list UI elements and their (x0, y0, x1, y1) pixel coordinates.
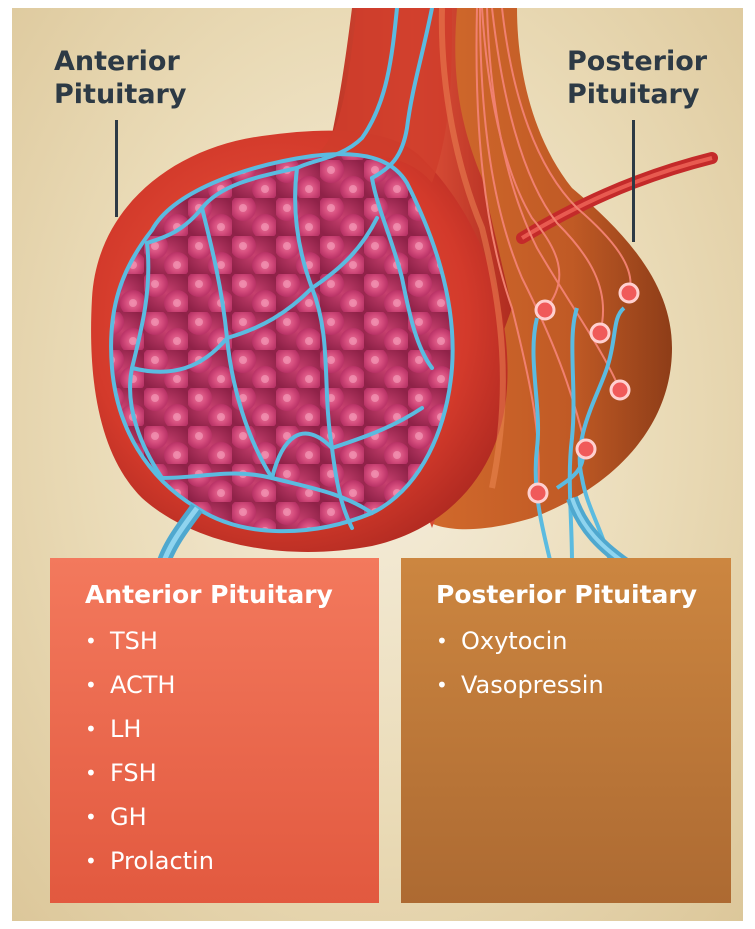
anterior-callout-line1: Anterior (54, 45, 186, 78)
posterior-leader-line (632, 120, 635, 242)
hormone-item: Prolactin (85, 839, 379, 883)
hormone-item: GH (85, 795, 379, 839)
posterior-callout-line1: Posterior (567, 45, 707, 78)
hormone-item: Oxytocin (436, 619, 731, 663)
posterior-pituitary-callout: Posterior Pituitary (567, 45, 707, 111)
anterior-hormones-panel: Anterior Pituitary TSH ACTH LH FSH GH Pr… (50, 558, 379, 903)
anterior-panel-title: Anterior Pituitary (85, 580, 379, 609)
posterior-hormones-panel: Posterior Pituitary Oxytocin Vasopressin (401, 558, 731, 903)
anterior-hormone-list: TSH ACTH LH FSH GH Prolactin (85, 619, 379, 883)
hormone-item: ACTH (85, 663, 379, 707)
anterior-callout-line2: Pituitary (54, 78, 186, 111)
hormone-item: Vasopressin (436, 663, 731, 707)
hormone-item: FSH (85, 751, 379, 795)
anterior-leader-line (115, 120, 118, 217)
hormone-item: LH (85, 707, 379, 751)
diagram-frame: Anterior Pituitary Posterior Pituitary A… (12, 8, 743, 921)
hormone-item: TSH (85, 619, 379, 663)
posterior-callout-line2: Pituitary (567, 78, 707, 111)
posterior-hormone-list: Oxytocin Vasopressin (436, 619, 731, 707)
posterior-panel-title: Posterior Pituitary (436, 580, 731, 609)
anterior-pituitary-callout: Anterior Pituitary (54, 45, 186, 111)
